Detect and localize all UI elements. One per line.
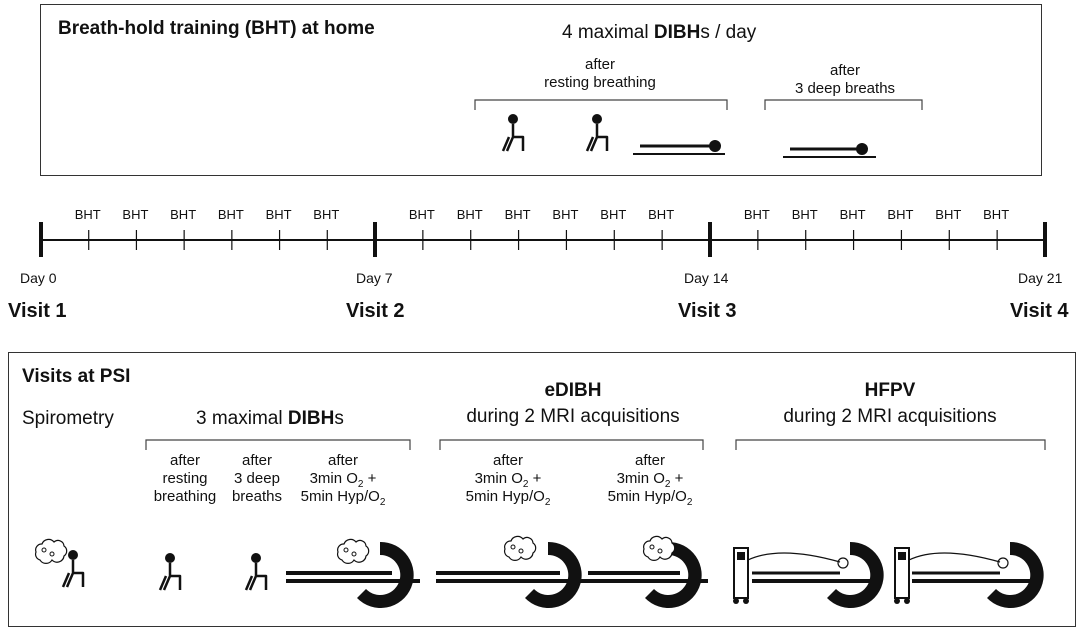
bht-label: BHT	[839, 207, 866, 222]
mri-scanner-icon	[286, 538, 420, 608]
visit-label-1: Visit 1	[8, 300, 67, 322]
cond-o2-1-l1: after	[327, 452, 358, 469]
home-header-bold: DIBH	[653, 22, 701, 43]
spirometry-label: Spirometry	[22, 408, 114, 429]
visit-label-2: Visit 2	[346, 300, 405, 322]
psi-bracket-dibh	[145, 439, 411, 450]
bht-label: BHT	[122, 207, 149, 222]
bht-label: BHT	[504, 207, 531, 222]
lying-person-icon	[633, 140, 725, 155]
cond-o2-3-sub: 2	[664, 479, 671, 490]
cond-o2-3-sub2: 2	[686, 497, 693, 508]
cond-o2-2-l2a: 3min O	[474, 470, 523, 487]
bht-label: BHT	[791, 207, 818, 222]
bht-label: BHT	[743, 207, 770, 222]
seated-person-icon	[244, 551, 268, 592]
timeline-axis	[39, 222, 1047, 257]
home-group1-line1: after	[584, 56, 615, 73]
bht-label: BHT	[265, 207, 292, 222]
psi-visits-title: Visits at PSI	[22, 366, 131, 387]
psi-visits-panel	[8, 352, 1076, 627]
cond-o2-3-l3: 5min Hyp/O	[607, 488, 687, 505]
cond-o2-1-l3: 5min Hyp/O	[300, 488, 380, 505]
cond-resting-l3: breathing	[153, 488, 217, 505]
cond-oxygen-1: after 3min O2 + 5min Hyp/O2	[288, 452, 398, 508]
home-group2-line1: after	[829, 62, 860, 79]
visit-label-4: Visit 4	[1010, 300, 1069, 322]
cond-oxygen-3: after 3min O2 + 5min Hyp/O2	[590, 452, 710, 508]
edibh-title: eDIBH	[544, 380, 602, 401]
cond-o2-2-l2b: +	[528, 470, 542, 487]
cond-deep-l2: 3 deep	[234, 470, 280, 487]
cond-o2-1-l2b: +	[363, 470, 377, 487]
day-label-21: Day 21	[1018, 270, 1063, 286]
seated-person-icon	[501, 112, 525, 153]
bht-label: BHT	[74, 207, 101, 222]
hfpv-title: HFPV	[864, 380, 916, 401]
bht-label: BHT	[217, 207, 244, 222]
day-label-0: Day 0	[20, 270, 57, 286]
home-group1-label: after resting breathing	[510, 56, 690, 92]
seated-person-icon	[158, 551, 182, 592]
home-header-post: s / day	[700, 22, 757, 43]
cond-o2-3-l2b: +	[670, 470, 684, 487]
day-label-7: Day 7	[356, 270, 393, 286]
bht-label: BHT	[552, 207, 579, 222]
home-group2-line2: 3 deep breaths	[794, 80, 896, 97]
bht-label: BHT	[170, 207, 197, 222]
psi-dibh-pre: 3 maximal	[196, 408, 288, 429]
home-bracket-2	[764, 99, 923, 110]
cond-o2-1-l2a: 3min O	[309, 470, 358, 487]
cond-deep-breaths: after 3 deep breaths	[212, 452, 302, 506]
lying-person-icon	[783, 143, 876, 158]
home-group2-label: after 3 deep breaths	[770, 62, 920, 98]
mri-scanner-icon	[436, 535, 588, 608]
cond-o2-2-sub2: 2	[544, 497, 551, 508]
home-bracket-1	[474, 99, 728, 110]
home-header-pre: 4 maximal	[562, 22, 654, 43]
bht-label: BHT	[935, 207, 962, 222]
bht-label: BHT	[408, 207, 435, 222]
edibh-subtitle: during 2 MRI acquisitions	[466, 406, 680, 427]
home-training-panel	[40, 4, 1042, 176]
hfpv-subtitle: during 2 MRI acquisitions	[783, 406, 997, 427]
cond-oxygen-2: after 3min O2 + 5min Hyp/O2	[448, 452, 568, 508]
visit-label-3: Visit 3	[678, 300, 737, 322]
cond-o2-3-l1: after	[634, 452, 665, 469]
psi-dibh-bold: DIBH	[287, 408, 335, 429]
psi-bracket-hfpv	[735, 439, 1046, 450]
cond-resting-l1: after	[169, 452, 200, 469]
cond-deep-l1: after	[241, 452, 272, 469]
cond-o2-1-sub2: 2	[379, 497, 386, 508]
cond-resting-l2: resting	[162, 470, 208, 487]
mri-scanner-icon	[588, 535, 708, 608]
home-training-header: 4 maximal DIBHs / day	[562, 22, 756, 44]
cond-o2-2-l3: 5min Hyp/O	[465, 488, 545, 505]
home-group1-line2: resting breathing	[544, 74, 656, 91]
day-label-14: Day 14	[684, 270, 729, 286]
bht-label: BHT	[648, 207, 675, 222]
hfpv-ventilator-icon	[894, 541, 1044, 608]
hfpv-ventilator-icon	[733, 541, 884, 608]
spirometry-person-icon	[34, 538, 85, 589]
home-training-title: Breath-hold training (BHT) at home	[58, 18, 375, 39]
cond-o2-1-sub: 2	[357, 479, 364, 490]
seated-person-icon	[585, 112, 609, 153]
cond-o2-2-l1: after	[492, 452, 523, 469]
bht-label: BHT	[456, 207, 483, 222]
cond-deep-l3: breaths	[231, 488, 283, 505]
bht-label: BHT	[887, 207, 914, 222]
psi-dibh-post: s	[334, 408, 344, 429]
cond-o2-3-l2a: 3min O	[616, 470, 665, 487]
bht-label: BHT	[313, 207, 340, 222]
bht-label: BHT	[600, 207, 627, 222]
psi-dibh-header: 3 maximal DIBHs	[196, 408, 344, 430]
psi-bracket-edibh	[439, 439, 704, 450]
cond-resting: after resting breathing	[140, 452, 230, 506]
cond-o2-2-sub: 2	[522, 479, 529, 490]
bht-label: BHT	[983, 207, 1010, 222]
